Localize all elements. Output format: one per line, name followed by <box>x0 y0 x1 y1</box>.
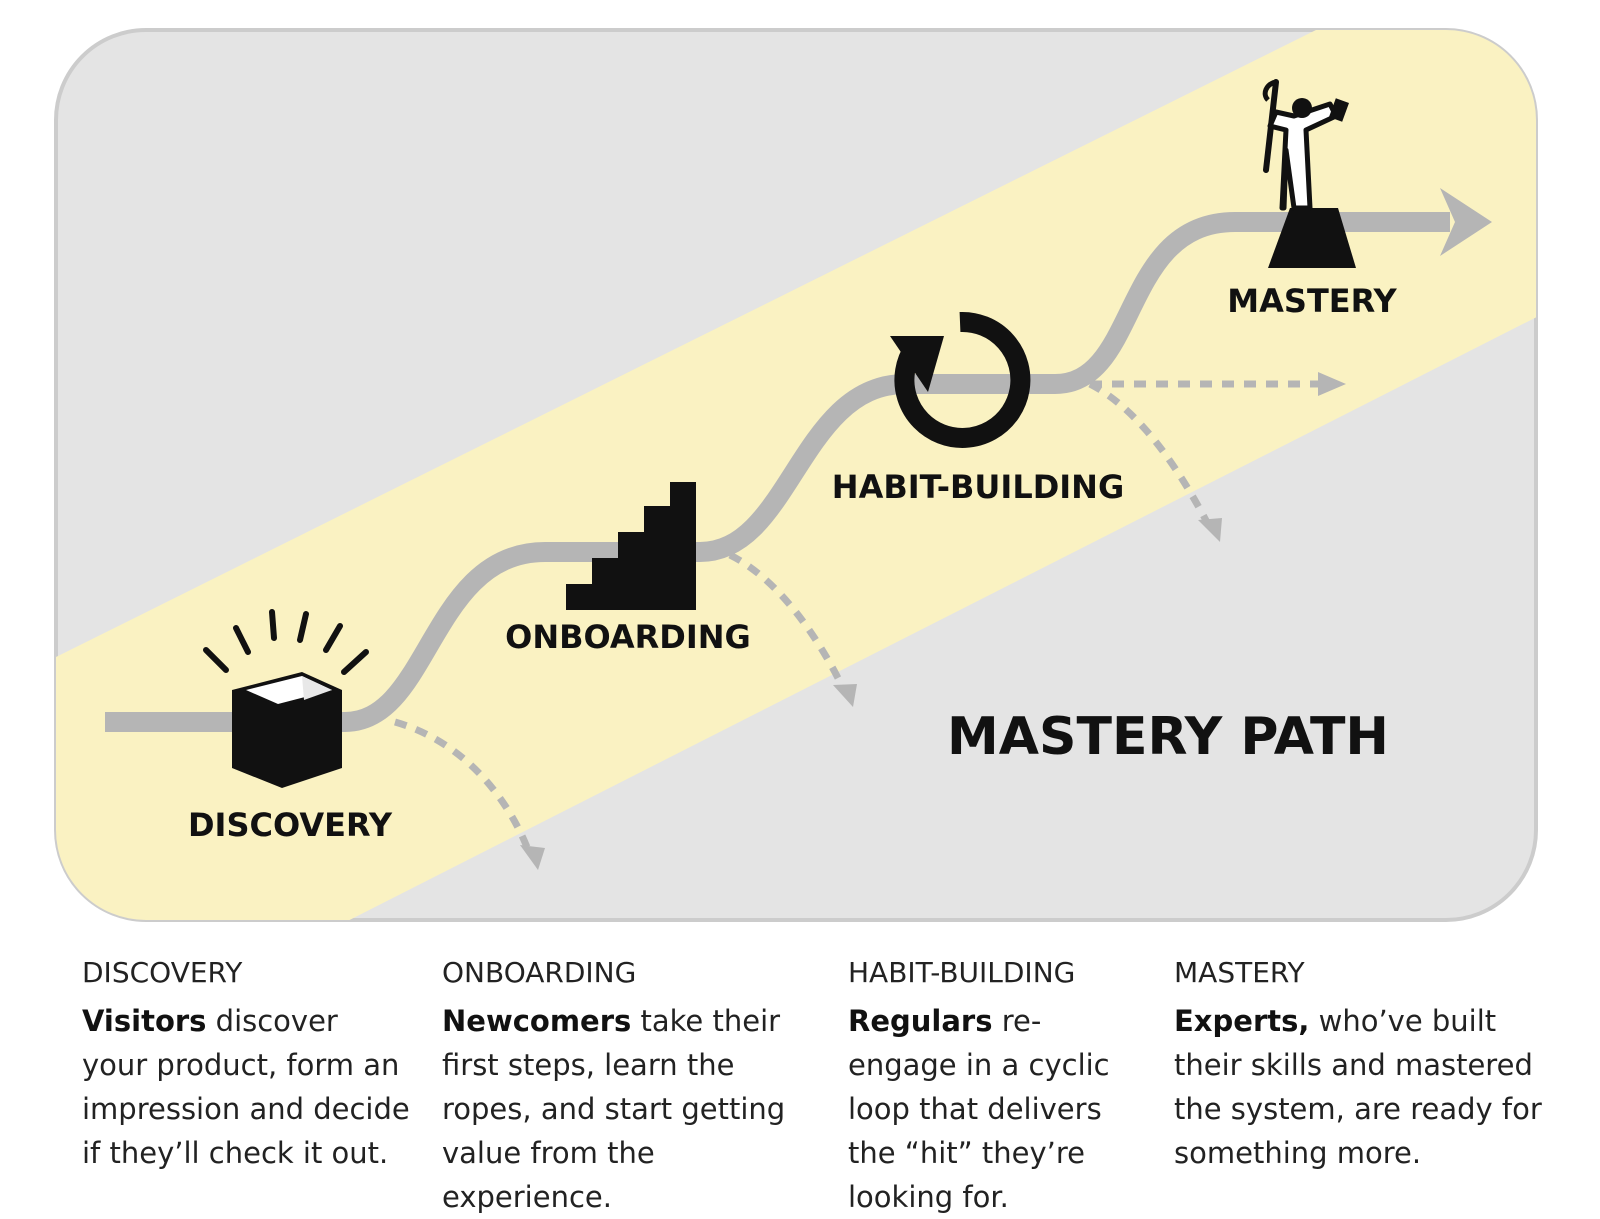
diagram-title: MASTERY PATH <box>947 707 1389 767</box>
stage-heading: DISCOVERY <box>82 956 243 989</box>
stage-description-mastery: MASTERY Experts, who’ve built their skil… <box>1174 955 1544 1175</box>
stage-label-habit-building: HABIT-BUILDING <box>832 468 1124 506</box>
stage-description-onboarding: ONBOARDING Newcomers take their first st… <box>442 955 812 1219</box>
discovery-drop-off <box>394 718 534 857</box>
habit-continue-drop-off-arrowhead <box>1318 372 1346 396</box>
stage-text: Experts, who’ve built their skills and m… <box>1174 999 1544 1175</box>
stage-lead: Regulars <box>848 1004 993 1038</box>
habit-drop-off <box>1088 380 1214 530</box>
drop-off-paths <box>394 380 1320 857</box>
stage-label-onboarding: ONBOARDING <box>505 618 751 656</box>
stage-text: Regulars re-engage in a cyclic loop that… <box>848 999 1148 1219</box>
drop-off-arrowheads <box>520 372 1346 870</box>
discovery-drop-off-arrowhead <box>520 845 545 870</box>
onboarding-drop-off <box>728 551 849 694</box>
stage-lead: Visitors <box>82 1004 207 1038</box>
open-box-icon <box>203 609 369 788</box>
stage-text: Visitors discover your product, form an … <box>82 999 412 1175</box>
wizard-on-pedestal-icon <box>1262 79 1356 268</box>
stage-body: who’ve built their skills and mastered t… <box>1174 1004 1542 1170</box>
onboarding-drop-off-arrowhead <box>833 684 857 707</box>
main-path <box>105 212 1450 732</box>
stage-label-mastery: MASTERY <box>1227 282 1397 320</box>
stage-body: discover your product, form an impressio… <box>82 1004 410 1170</box>
stage-lead: Newcomers <box>442 1004 632 1038</box>
progress-band <box>56 30 1536 920</box>
stage-text: Newcomers take their first steps, learn … <box>442 999 812 1219</box>
habit-drop-off-arrowhead <box>1198 518 1222 542</box>
stage-heading: ONBOARDING <box>442 956 637 989</box>
main-path-arrowhead <box>1440 188 1492 256</box>
stage-description-habit-building: HABIT-BUILDING Regulars re-engage in a c… <box>848 955 1148 1219</box>
cycle-arrow-icon <box>890 311 1031 448</box>
stage-lead: Experts, <box>1174 1004 1310 1038</box>
stage-description-discovery: DISCOVERY Visitors discover your product… <box>82 955 412 1175</box>
stage-label-discovery: DISCOVERY <box>188 806 393 844</box>
stage-heading: HABIT-BUILDING <box>848 956 1076 989</box>
stage-heading: MASTERY <box>1174 956 1305 989</box>
stairs-icon <box>566 482 696 610</box>
mastery-path-diagram: DISCOVERY ONBOARDING HABIT-BUILDING MAST… <box>54 28 1538 922</box>
